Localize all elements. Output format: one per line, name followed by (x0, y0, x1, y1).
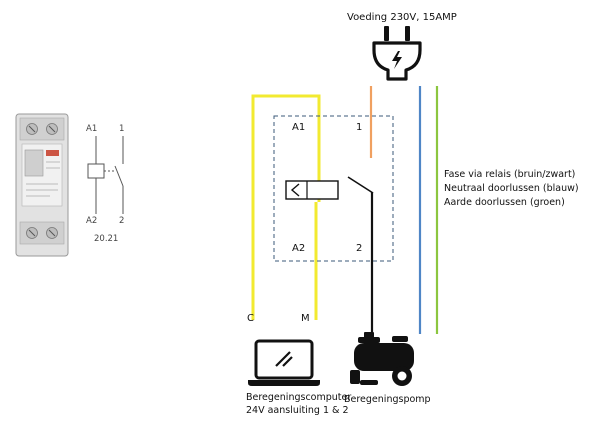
controller-terminal-c: C (247, 313, 254, 324)
plug-icon (372, 26, 422, 81)
control-wires (251, 94, 321, 320)
relay-terminal-a1: A1 (292, 122, 306, 133)
photo-terminal-a1: A1 (86, 124, 98, 134)
relay-coil (285, 180, 339, 200)
relay-terminal-2: 2 (356, 243, 363, 254)
pump-label: Beregeningspomp (344, 394, 431, 405)
relay-terminal-a2: A2 (292, 243, 306, 254)
relay-schematic-symbol (87, 136, 124, 214)
relay-box (273, 115, 394, 262)
photo-terminal-2: 2 (119, 216, 125, 226)
photo-terminal-a2: A2 (86, 216, 98, 226)
laptop-icon (248, 339, 320, 386)
legend-phase: Fase via relais (bruin/zwart) (444, 169, 576, 180)
photo-terminal-1: 1 (119, 124, 125, 134)
controller-sublabel: 24V aansluiting 1 & 2 (246, 405, 349, 416)
relay-module-photo (15, 113, 69, 257)
relay-switch-contact (347, 176, 374, 194)
relay-model-number: 20.21 (94, 234, 119, 244)
legend-earth: Aarde doorlussen (groen) (444, 197, 565, 208)
pump-icon (350, 332, 414, 386)
relay-terminal-1: 1 (356, 122, 363, 133)
controller-terminal-m: M (301, 313, 310, 324)
legend-neutral: Neutraal doorlussen (blauw) (444, 183, 579, 194)
controller-label: Beregeningscomputer (246, 392, 352, 403)
power-supply-label: Voeding 230V, 15AMP (347, 12, 457, 23)
wire-legend: Fase via relais (bruin/zwart) Neutraal d… (444, 168, 579, 210)
